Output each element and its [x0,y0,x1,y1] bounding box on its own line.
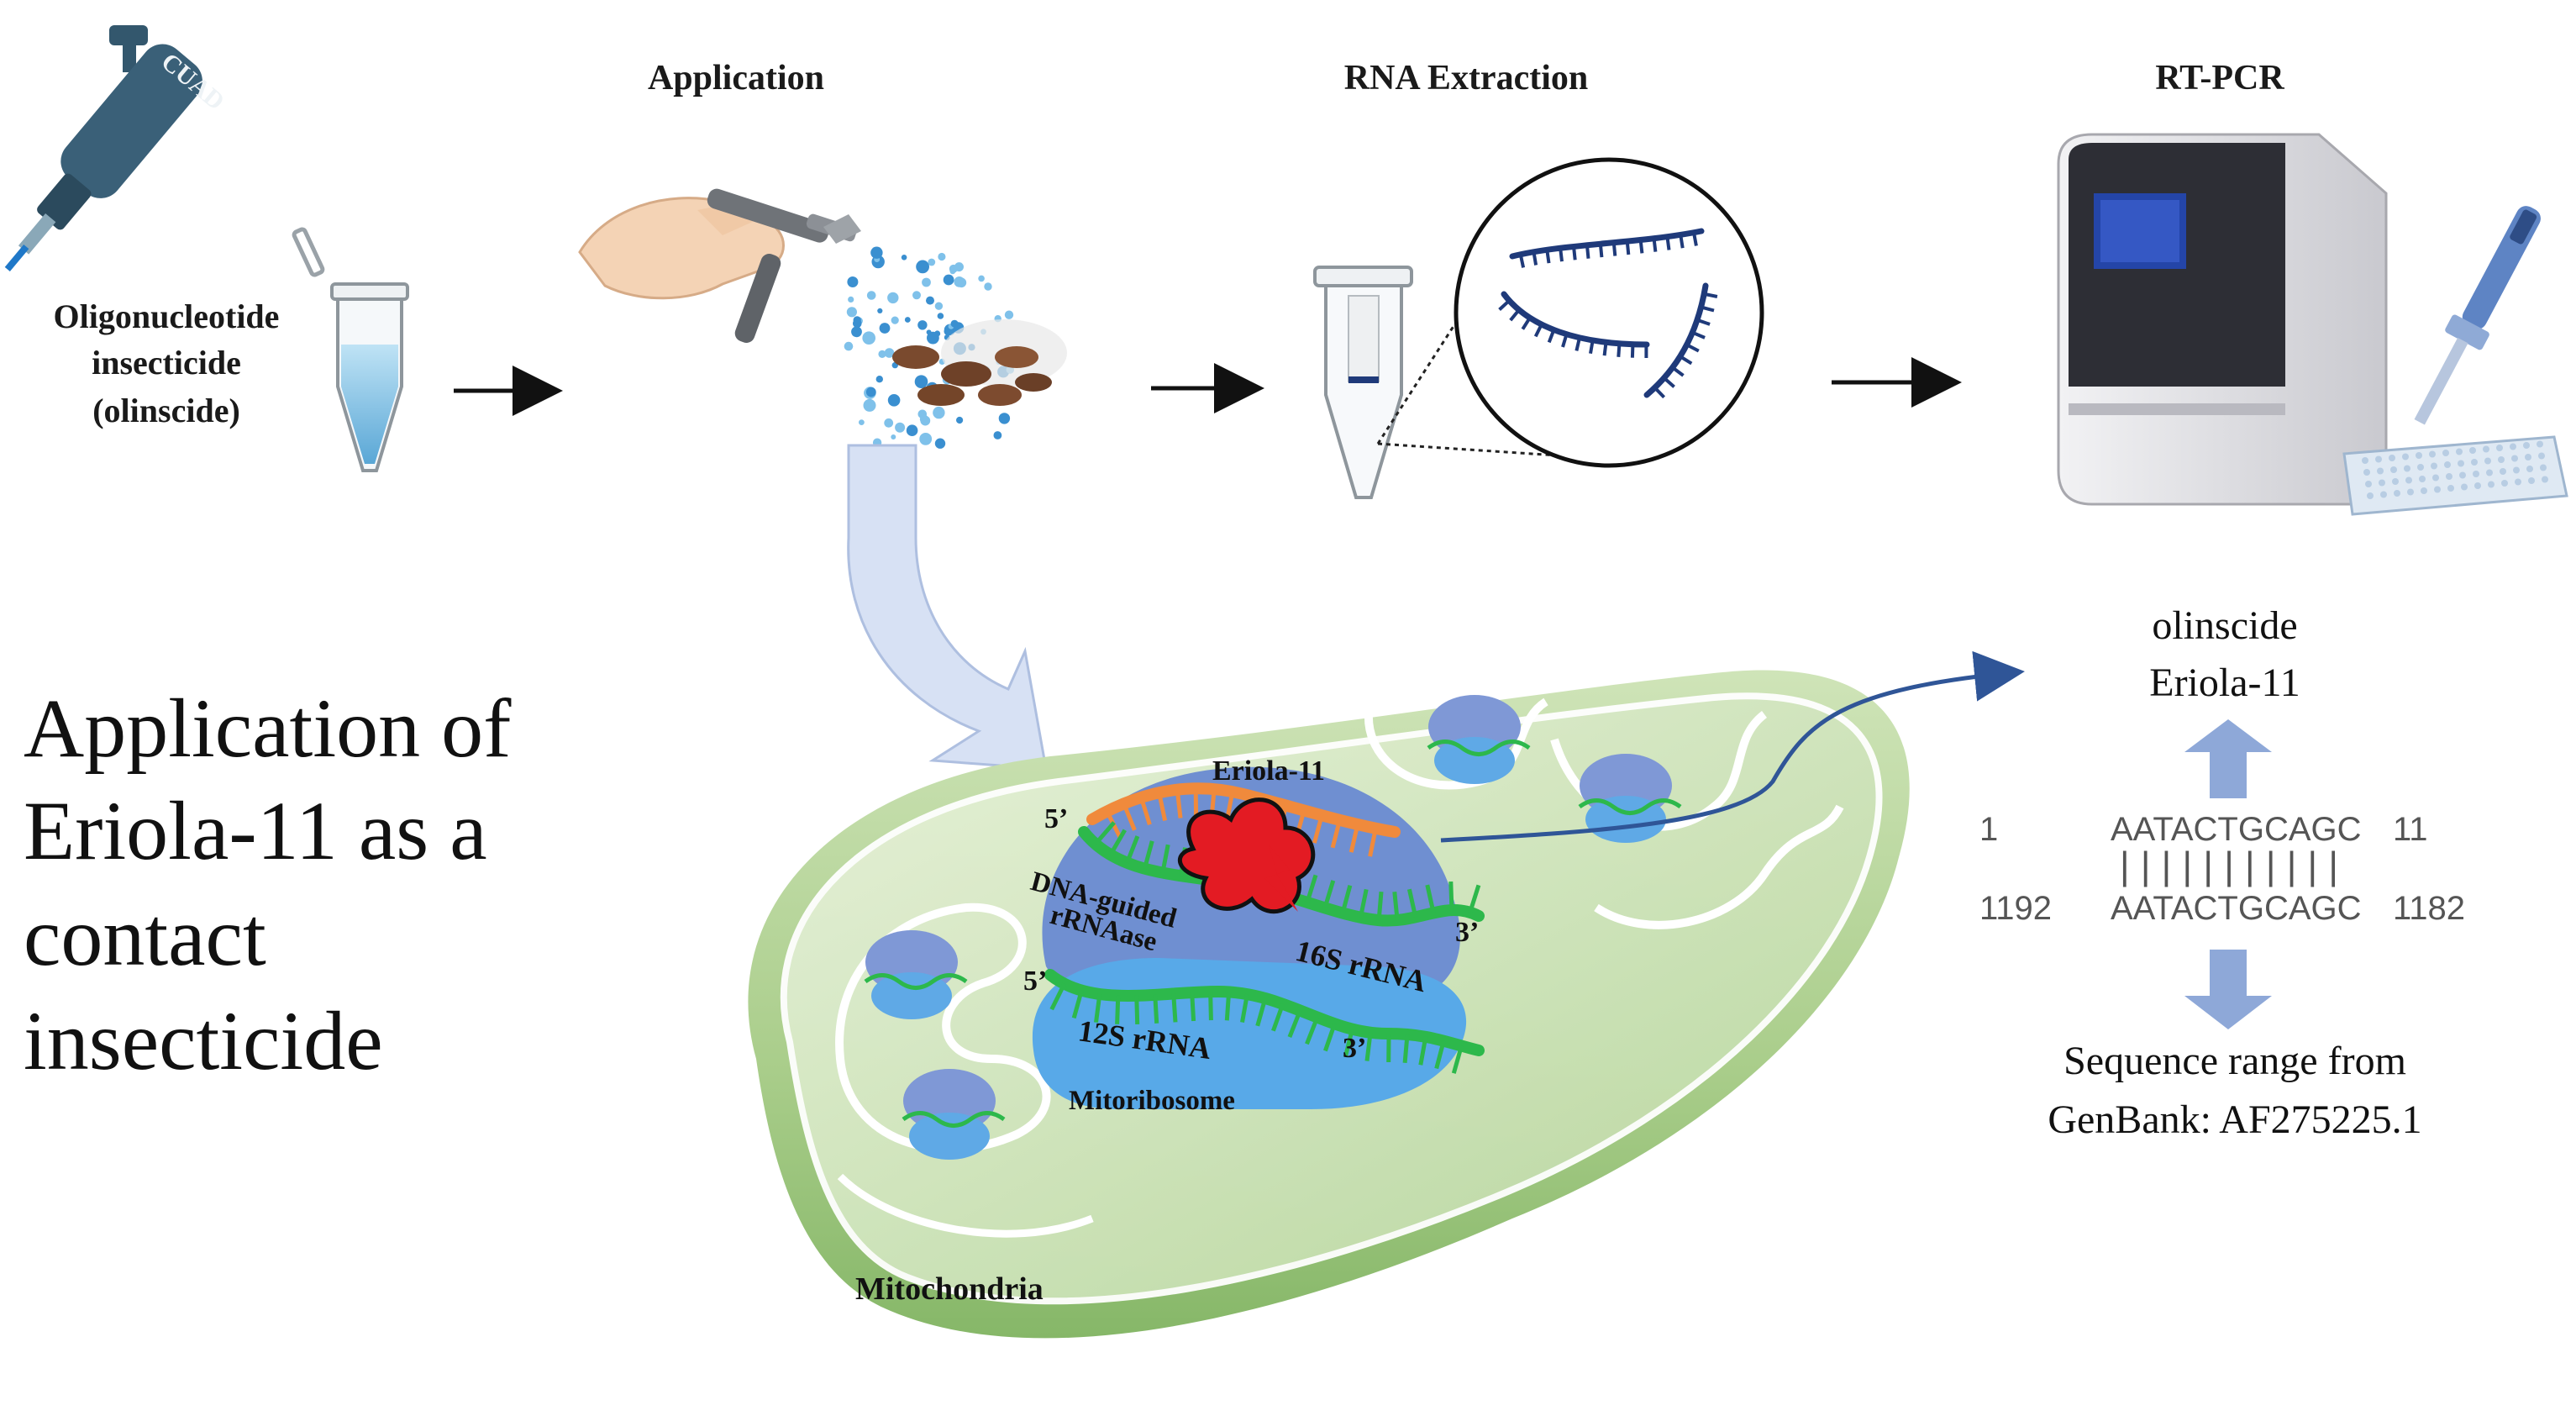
alignment-bottom-start: 1192 [1979,890,2052,927]
zoom-line-bottom [1377,442,1597,460]
rna-zoom-circle [1454,157,1764,468]
five-prime-bottom: 5’ [1023,966,1047,997]
eriola-11-strand [1086,782,1401,857]
alignment-top-seq: AATACTGCAGC [2111,811,2362,848]
alignment-title-line1: olinscide [2152,603,2297,648]
downward-curved-arrow [847,444,1048,771]
oligo-label-line2: insecticide [92,344,241,382]
multichannel-pipette-icon [2414,206,2541,425]
pipette-icon: CUAD [4,25,229,271]
small-ribosome-icon [1427,695,1531,784]
alignment-match-bars: ||||||||||| [2113,847,2345,891]
headline-line4: insecticide [24,994,383,1087]
small-ribosome-icon [864,930,968,1019]
headline-line1: Application of [24,682,512,775]
alignment-top-end: 11 [2393,811,2428,848]
step-rna-extraction-title: RNA Extraction [1344,59,1588,97]
five-prime-top: 5’ [1044,803,1068,834]
step-rt-pcr-title: RT-PCR [2155,59,2284,97]
mitoribosome-label: Mitoribosome [1069,1086,1235,1116]
rna-strand-icon [1498,228,1718,399]
oligo-label-line1: Oligonucleotide [54,297,280,335]
up-arrow [2184,719,2272,798]
dna-guided-rrnaase-enzyme [1177,797,1316,914]
eriola-label: Eriola-11 [1212,755,1325,787]
alignment-footer-line1: Sequence range from [2063,1039,2406,1083]
well-plate-icon [2342,435,2568,516]
three-prime-top: 3’ [1455,917,1479,948]
three-prime-bottom: 3’ [1343,1033,1366,1064]
pcr-machine-icon [2057,133,2388,506]
headline-line2: Eriola-11 as a [24,784,487,877]
alignment-title-line2: Eriola-11 [2149,661,2300,705]
small-ribosome-icon [1578,754,1682,843]
small-ribosome-icon [902,1069,1006,1160]
alignment-bottom-end: 1182 [2393,890,2465,927]
alignment-bottom-seq: AATACTGCAGC [2111,890,2362,927]
insects-icon [892,319,1067,406]
link-curve-arrow [1440,650,2025,843]
extraction-tube-icon [1313,266,1413,499]
12s-rrna-strand [1044,969,1485,1074]
alignment-top-start: 1 [1979,811,1998,848]
headline-line3: contact [24,890,266,983]
step-application-title: Application [648,59,824,97]
alignment-footer-line2: GenBank: AF275225.1 [2048,1097,2421,1142]
mitochondria-label: Mitochondria [855,1271,1044,1307]
down-arrow [2184,950,2272,1029]
tube-icon [292,227,409,472]
oligo-label-line3: (olinscide) [92,392,240,429]
hand-sprayer-icon [578,188,861,343]
